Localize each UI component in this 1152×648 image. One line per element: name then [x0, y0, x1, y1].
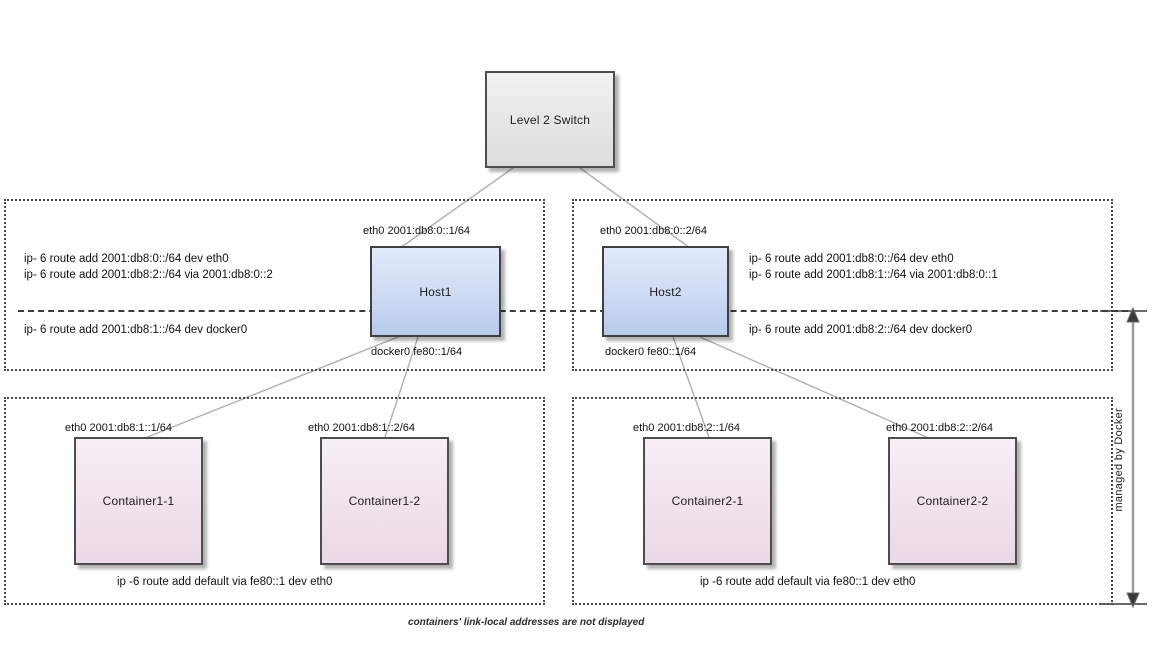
node-host1[interactable]: Host1	[370, 246, 501, 337]
node-container1-1[interactable]: Container1-1	[74, 437, 203, 565]
node-host2[interactable]: Host2	[602, 246, 729, 337]
host1-label: Host1	[419, 284, 452, 299]
host2-route-remote-via: ip- 6 route add 2001:db8:1::/64 via 2001…	[749, 269, 998, 281]
container1-2-eth0-label: eth0 2001:db8:1::2/64	[308, 422, 416, 434]
host1-route-eth0-direct: ip- 6 route add 2001:db8:0::/64 dev eth0	[24, 253, 229, 265]
zone-containers-host1	[4, 397, 545, 605]
host2-docker0-label: docker0 fe80::1/64	[605, 346, 697, 358]
node-container2-2[interactable]: Container2-2	[888, 437, 1017, 565]
host1-docker0-label: docker0 fe80::1/64	[371, 346, 463, 358]
switch-label: Level 2 Switch	[509, 112, 591, 127]
diagram-caption: containers' link-local addresses are not…	[408, 617, 645, 628]
container1-1-label: Container1-1	[102, 494, 175, 508]
host1-routing-split	[18, 310, 1128, 312]
host2-eth0-label: eth0 2001:db8:0::2/64	[600, 225, 708, 237]
container2-2-label: Container2-2	[916, 494, 989, 508]
node-level-2-switch[interactable]: Level 2 Switch	[485, 71, 615, 168]
host2-label: Host2	[649, 284, 682, 299]
zone-host2	[572, 199, 1113, 371]
container-group1-default-route: ip -6 route add default via fe80::1 dev …	[117, 576, 333, 588]
zone-host1	[4, 199, 545, 371]
container-group2-default-route: ip -6 route add default via fe80::1 dev …	[700, 576, 916, 588]
zone-containers-host2	[572, 397, 1113, 605]
managed-by-docker-label: managed by Docker	[1113, 408, 1125, 512]
node-container2-1[interactable]: Container2-1	[643, 437, 772, 565]
container2-1-label: Container2-1	[671, 494, 744, 508]
node-container1-2[interactable]: Container1-2	[320, 437, 449, 565]
container2-1-eth0-label: eth0 2001:db8:2::1/64	[633, 422, 741, 434]
host2-route-docker0: ip- 6 route add 2001:db8:2::/64 dev dock…	[749, 324, 973, 336]
container1-1-eth0-label: eth0 2001:db8:1::1/64	[65, 422, 173, 434]
container1-2-label: Container1-2	[348, 494, 421, 508]
host1-route-docker0: ip- 6 route add 2001:db8:1::/64 dev dock…	[24, 324, 248, 336]
host2-route-eth0-direct: ip- 6 route add 2001:db8:0::/64 dev eth0	[749, 253, 954, 265]
host1-route-remote-via: ip- 6 route add 2001:db8:2::/64 via 2001…	[24, 269, 273, 281]
host1-eth0-label: eth0 2001:db8:0::1/64	[363, 225, 471, 237]
container2-2-eth0-label: eth0 2001:db8:2::2/64	[886, 422, 994, 434]
